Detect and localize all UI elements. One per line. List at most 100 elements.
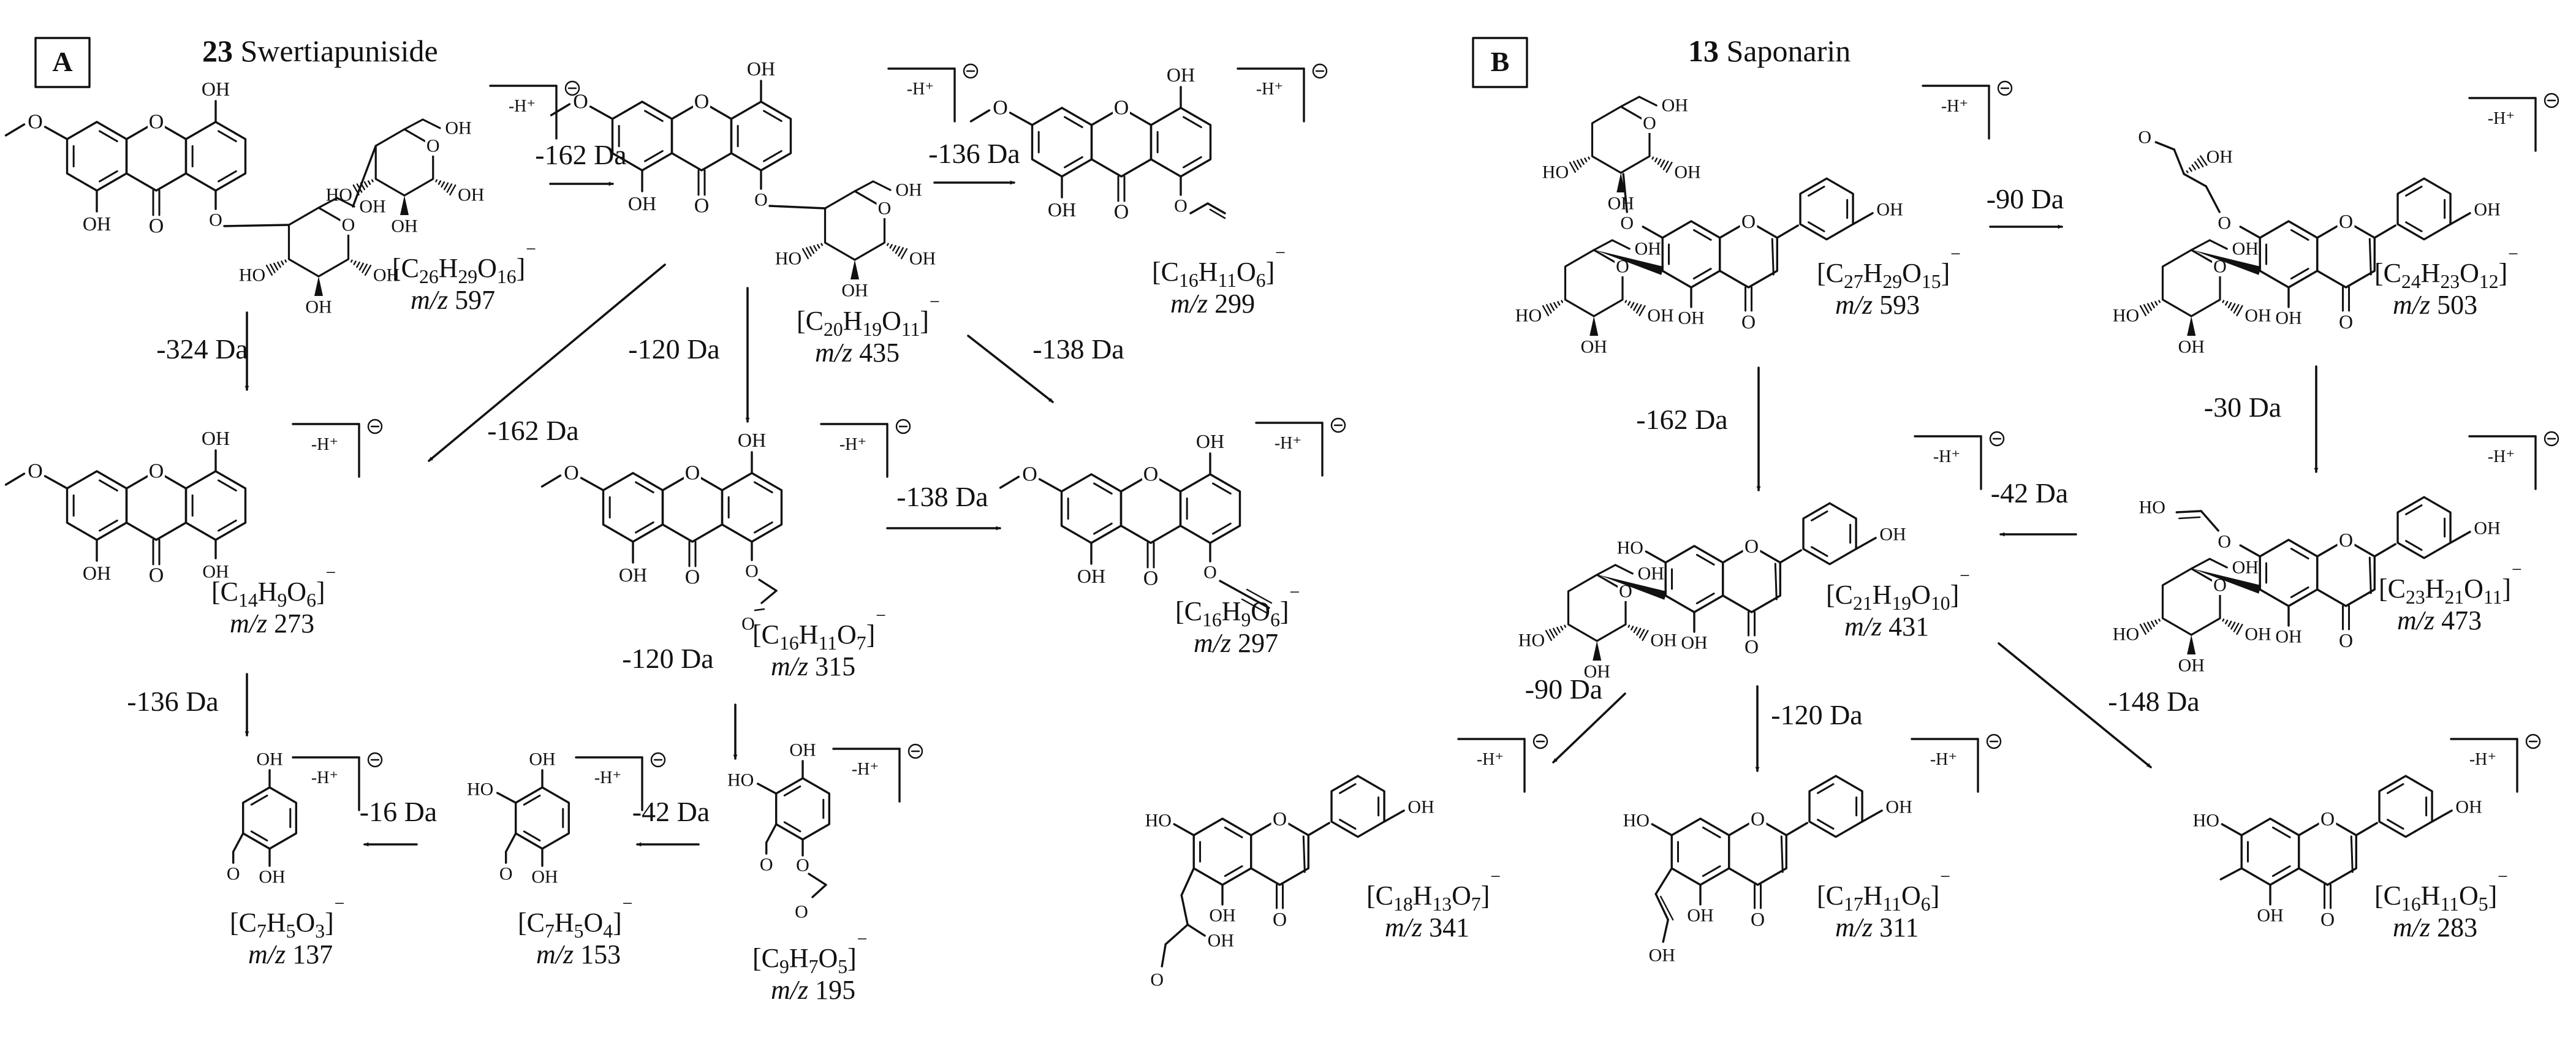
- deprotonation-bracket: -H⁺: [1457, 733, 1548, 793]
- bond: [2396, 496, 2452, 559]
- bond: [2236, 623, 2243, 635]
- bond: [2405, 186, 2423, 197]
- bond: [2405, 540, 2423, 551]
- deprotonation-bracket: -H⁺: [1911, 733, 2002, 793]
- deprotonation-label: -H⁺: [2488, 109, 2515, 128]
- panel-b-title: 13 Saponarin: [1688, 34, 1851, 68]
- bond: [2290, 547, 2309, 559]
- bond: [1580, 158, 1585, 165]
- atom-label: OH: [1662, 96, 1688, 116]
- bond: [514, 786, 570, 850]
- bond: [184, 121, 247, 192]
- atom-label: O: [1273, 808, 1287, 830]
- bond: [2233, 304, 2240, 314]
- mass-loss-label: -148 Da: [2108, 686, 2199, 717]
- bond: [2230, 303, 2236, 311]
- wedge-bond: [314, 276, 323, 296]
- bond: [1556, 626, 1561, 634]
- atom-label: O: [1741, 210, 1756, 232]
- atom-label: HO: [2139, 498, 2165, 518]
- atom-label: O: [2218, 213, 2231, 233]
- bond: [1557, 301, 1561, 306]
- bond: [1808, 221, 1825, 232]
- deprotonation-label: -H⁺: [311, 768, 338, 787]
- bond: [2350, 835, 2354, 873]
- bond: [523, 794, 541, 806]
- ring-o-mask: [876, 199, 893, 218]
- bond: [1614, 564, 1634, 575]
- bond: [2387, 783, 2404, 794]
- bond: [218, 479, 237, 492]
- bond: [1852, 212, 1874, 225]
- bond: [2178, 516, 2201, 520]
- atom-label: OH: [202, 78, 230, 100]
- ring-o-mask: [340, 215, 357, 235]
- atom-label: OH: [619, 564, 647, 586]
- atom-label: OH: [2232, 558, 2259, 578]
- bond: [2236, 305, 2243, 317]
- bond: [2191, 164, 2196, 170]
- atom-label: HO: [239, 265, 265, 286]
- atom-label: OH: [2474, 518, 2500, 538]
- bond: [1064, 116, 1083, 129]
- bond: [2449, 212, 2471, 225]
- enol-chain: HO: [2139, 498, 2219, 532]
- bond: [1031, 107, 1093, 178]
- bond: [763, 150, 782, 162]
- bond: [1548, 629, 1555, 639]
- bond: [580, 477, 605, 491]
- mass-loss-label: -42 Da: [632, 796, 710, 827]
- bond: [1661, 220, 1721, 289]
- bond: [1564, 249, 1624, 317]
- bond: [1645, 550, 1667, 564]
- bond: [1588, 156, 1591, 160]
- bond: [1576, 159, 1582, 168]
- bond: [1802, 502, 1857, 566]
- bond: [363, 181, 368, 188]
- bond: [2290, 586, 2309, 599]
- ring-o-mask: [425, 136, 441, 156]
- bond: [1224, 865, 1243, 877]
- atom-label: OH: [458, 185, 484, 205]
- mz-value: m/z 435: [815, 338, 900, 368]
- bond: [1660, 895, 1674, 921]
- bond: [2259, 539, 2319, 607]
- anion-symbol: [2544, 93, 2559, 108]
- bond: [1567, 574, 1627, 642]
- bond: [438, 180, 442, 185]
- bond: [287, 207, 350, 278]
- bond: [2175, 510, 2202, 514]
- wedge-bond: [850, 260, 859, 279]
- bond: [2199, 155, 2208, 166]
- atom-label: OH: [1167, 64, 1195, 86]
- atom-label: O: [1143, 463, 1159, 486]
- bond: [805, 247, 812, 257]
- deprotonation-bracket: -H⁺: [2468, 93, 2559, 152]
- bond: [1662, 919, 1669, 943]
- bond: [364, 264, 372, 276]
- bond: [1611, 239, 1631, 250]
- bond: [760, 589, 778, 604]
- atom-label: O: [1744, 535, 1759, 557]
- bond: [269, 263, 276, 273]
- atom-label: O: [878, 199, 892, 219]
- deprotonation-bracket: -H⁺: [292, 752, 383, 811]
- bond: [1161, 943, 1167, 968]
- bond: [2189, 167, 2192, 172]
- atom-label: OH: [1196, 430, 1224, 452]
- bond: [2208, 239, 2228, 250]
- bond: [66, 121, 128, 192]
- bond: [1307, 822, 1330, 836]
- wedge-bond: [400, 195, 409, 215]
- bond: [1009, 112, 1034, 126]
- bond: [1817, 783, 1835, 794]
- bond: [721, 472, 783, 543]
- bond: [1702, 826, 1721, 838]
- bond: [350, 259, 353, 263]
- bond: [1657, 158, 1662, 165]
- bond: [449, 184, 456, 196]
